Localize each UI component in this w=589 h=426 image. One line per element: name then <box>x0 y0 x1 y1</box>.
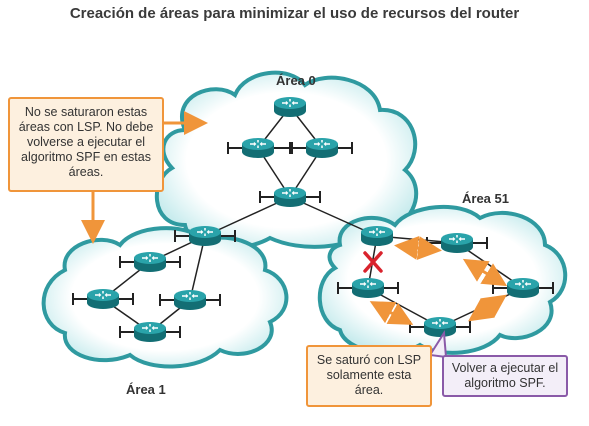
callout-saturated: Se saturó con LSP solamente esta área. <box>306 345 432 407</box>
area-51-label: Área 51 <box>462 191 509 206</box>
page-title: Creación de áreas para minimizar el uso … <box>69 5 520 22</box>
link-a1abr-r3 <box>189 235 206 301</box>
router-icon <box>133 321 167 343</box>
arrow-icon <box>468 294 507 322</box>
area-1-label: Área 1 <box>126 382 166 397</box>
arrow-icon <box>369 301 414 325</box>
router-icon <box>241 137 275 159</box>
arrow-icon <box>394 236 442 260</box>
purple-callout-tail <box>428 329 448 359</box>
router-icon <box>188 225 222 247</box>
callout-pointers <box>81 111 208 244</box>
router-icon <box>440 232 474 254</box>
router-icon <box>360 225 394 247</box>
lsp-flood-arrows <box>369 236 508 325</box>
area-0-label: Área 0 <box>276 73 316 88</box>
arrow-icon <box>462 258 508 287</box>
area-0-cloud <box>154 70 419 250</box>
router-icon <box>133 251 167 273</box>
router-icon <box>506 277 540 299</box>
area-1-cloud <box>41 226 289 369</box>
router-icon <box>351 277 385 299</box>
callout-rerun-spf: Volver a ejecutar el algoritmo SPF. <box>442 355 568 397</box>
router-icon <box>305 137 339 159</box>
fail-x-icon <box>363 251 383 273</box>
router-icon <box>273 96 307 118</box>
callout-not-saturated: No se saturaron estas áreas con LSP. No … <box>8 97 164 192</box>
router-icon <box>423 316 457 338</box>
router-icon <box>173 289 207 311</box>
router-icon <box>273 186 307 208</box>
router-icon <box>86 288 120 310</box>
